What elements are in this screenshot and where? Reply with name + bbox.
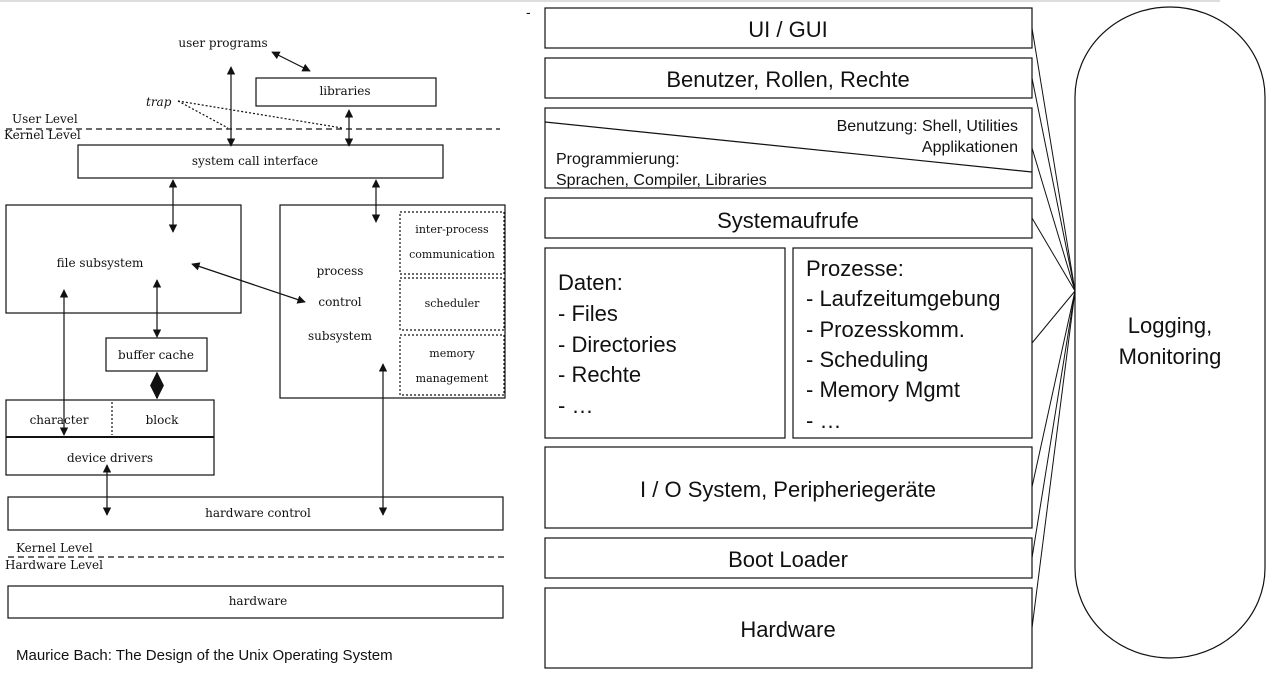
buffer-cache-label: buffer cache xyxy=(118,348,194,362)
process-label-1: process xyxy=(317,264,364,278)
cylinder-outline xyxy=(1074,6,1266,659)
prozesse-item-2: - Prozesskomm. xyxy=(806,317,965,342)
source-caption: Maurice Bach: The Design of the Unix Ope… xyxy=(16,647,393,664)
kernel-level-bottom-label: Kernel Level xyxy=(16,541,93,555)
prozesse-item-4: - Memory Mgmt xyxy=(806,377,960,402)
benutzung-label-1: Benutzung: Shell, Utilities xyxy=(837,118,1018,135)
prozesse-title: Prozesse: xyxy=(806,256,904,281)
process-label-2: control xyxy=(318,295,361,309)
programmierung-label-2: Sprachen, Compiler, Libraries xyxy=(556,172,767,189)
daten-item-2: - Directories xyxy=(558,332,677,357)
user-programs-label: user programs xyxy=(178,36,267,50)
connector-systemaufrufe xyxy=(1031,217,1076,292)
connector-ui-gui xyxy=(1031,27,1076,292)
system-call-interface-label: system call interface xyxy=(192,154,318,168)
ipc-label-1: inter-process xyxy=(415,223,489,236)
ipc-label-2: communication xyxy=(409,248,495,261)
layer-daten xyxy=(544,247,786,439)
memory-label-1: memory xyxy=(429,347,475,360)
bach-hardware-label: hardware xyxy=(229,594,288,608)
scheduler-label: scheduler xyxy=(425,297,481,310)
logging-monitoring-cylinder: Logging, Monitoring xyxy=(1074,6,1266,659)
trap-label: trap xyxy=(146,95,172,109)
layer-hardware-label: Hardware xyxy=(740,617,835,642)
logging-connectors xyxy=(1031,27,1076,629)
logging-label-2: Monitoring xyxy=(1119,344,1222,369)
layer-systemaufrufe-label: Systemaufrufe xyxy=(717,208,859,233)
connector-boot-loader xyxy=(1031,290,1076,559)
bach-diagram: user programs libraries trap User Level … xyxy=(4,36,506,619)
device-drivers-label: device drivers xyxy=(67,451,153,465)
memory-label-2: management xyxy=(416,372,489,385)
trap-dotted-line-left xyxy=(177,100,229,129)
prozesse-item-3: - Scheduling xyxy=(806,347,928,372)
character-label: character xyxy=(30,413,89,427)
layer-diagonal-split xyxy=(544,121,1033,173)
layer-io-label: I / O System, Peripheriegeräte xyxy=(640,477,936,502)
buffer-cache-box xyxy=(105,337,208,372)
layer-ui-gui-label: UI / GUI xyxy=(748,17,827,42)
user-level-label: User Level xyxy=(12,112,78,126)
connector-benutzung xyxy=(1031,147,1076,292)
layer-boot-loader-label: Boot Loader xyxy=(728,547,848,572)
system-call-interface-box xyxy=(77,144,444,179)
daten-item-4: - … xyxy=(558,393,593,418)
layer-benutzer-label: Benutzer, Rollen, Rechte xyxy=(666,67,909,92)
block-label: block xyxy=(146,413,179,427)
prozesse-item-1: - Laufzeitumgebung xyxy=(806,286,1000,311)
hardware-box-bach xyxy=(7,585,504,619)
hardware-control-label: hardware control xyxy=(205,506,311,520)
scheduler-box xyxy=(399,277,505,331)
daten-item-1: - Files xyxy=(558,301,618,326)
userprog-libraries-arrow xyxy=(271,51,311,72)
file-process-arrow xyxy=(191,262,306,304)
process-label-3: subsystem xyxy=(308,329,373,343)
connector-benutzer xyxy=(1031,77,1076,292)
top-mark: - xyxy=(526,4,531,20)
connector-io xyxy=(1031,290,1076,488)
memory-management-box xyxy=(399,334,505,396)
connector-hardware xyxy=(1031,290,1076,629)
ipc-box xyxy=(399,211,505,275)
kernel-level-top-label: Kernel Level xyxy=(4,128,81,142)
programmierung-label-1: Programmierung: xyxy=(556,151,680,168)
daten-item-3: - Rechte xyxy=(558,362,641,387)
os-layer-stack: UI / GUI Benutzer, Rollen, Rechte Benutz… xyxy=(544,7,1033,669)
logging-label-1: Logging, xyxy=(1128,313,1212,338)
daten-title: Daten: xyxy=(558,270,623,295)
connector-prozesse xyxy=(1031,290,1076,344)
libraries-box xyxy=(255,77,437,107)
layer-io xyxy=(544,446,1033,529)
file-subsystem-label: file subsystem xyxy=(57,256,144,270)
prozesse-item-5: - … xyxy=(806,408,841,433)
benutzung-label-2: Applikationen xyxy=(922,139,1018,156)
hardware-control-box xyxy=(7,496,504,531)
hardware-level-label: Hardware Level xyxy=(5,558,103,572)
file-subsystem-box xyxy=(5,204,242,314)
libraries-label: libraries xyxy=(319,84,370,98)
